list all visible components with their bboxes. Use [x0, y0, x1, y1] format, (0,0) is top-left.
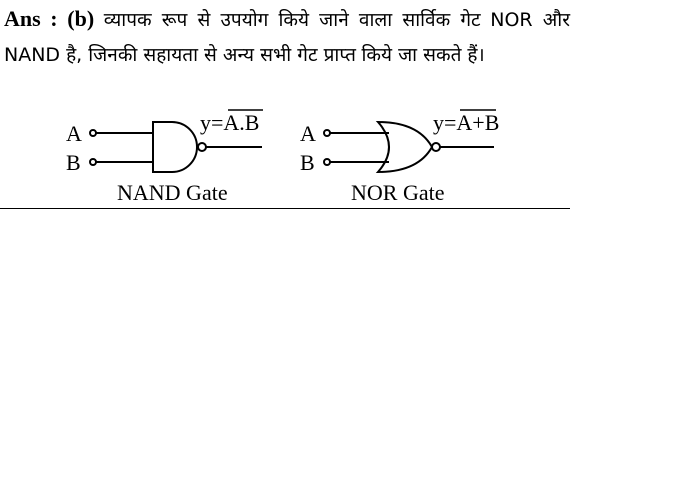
answer-text-line-1: व्यापक रूप से उपयोग किये जाने वाला सार्व… — [103, 9, 481, 31]
nor-input-b-label: B — [300, 150, 315, 175]
nand-input-a-label: A — [66, 121, 82, 146]
nor-input-a-label: A — [300, 121, 316, 146]
logic-gates-figure: A B y=A.B NAND Gate A B — [0, 108, 570, 208]
answer-text-line-2: NOR और NAND है, जिनकी सहायता से अन्य सभी… — [4, 9, 571, 66]
nand-input-a-terminal — [89, 129, 97, 137]
nor-inversion-bubble — [431, 142, 441, 152]
nor-output-expression: A+B — [456, 110, 499, 135]
nor-input-a-terminal — [323, 129, 331, 137]
nor-output-label: y=A+B — [433, 110, 499, 135]
nor-input-b-terminal — [323, 158, 331, 166]
nand-gate-body — [152, 121, 198, 173]
nand-input-b-label: B — [66, 150, 81, 175]
answer-text-line-3: किये जा सकते हैं। — [361, 44, 485, 66]
nand-inversion-bubble — [197, 142, 207, 152]
bottom-divider — [0, 208, 570, 209]
nand-gate-diagram: A B y=A.B NAND Gate — [66, 109, 263, 205]
answer-paragraph: Ans : (b) व्यापक रूप से उपयोग किये जाने … — [4, 2, 570, 72]
answer-option: (b) — [67, 6, 95, 31]
nand-output-label: y=A.B — [200, 110, 259, 135]
nor-gate-diagram: A B y=A+B NOR Gate — [300, 109, 499, 205]
gates-diagram: A B y=A.B NAND Gate A B — [66, 109, 499, 205]
answer-label: Ans : — [4, 6, 58, 31]
nor-caption: NOR Gate — [351, 180, 444, 205]
nand-input-b-terminal — [89, 158, 97, 166]
nor-output-prefix: y= — [433, 110, 456, 135]
nand-output-prefix: y= — [200, 110, 223, 135]
nand-output-expression: A.B — [223, 110, 259, 135]
nor-gate-body — [375, 120, 434, 174]
nand-caption: NAND Gate — [117, 180, 228, 205]
